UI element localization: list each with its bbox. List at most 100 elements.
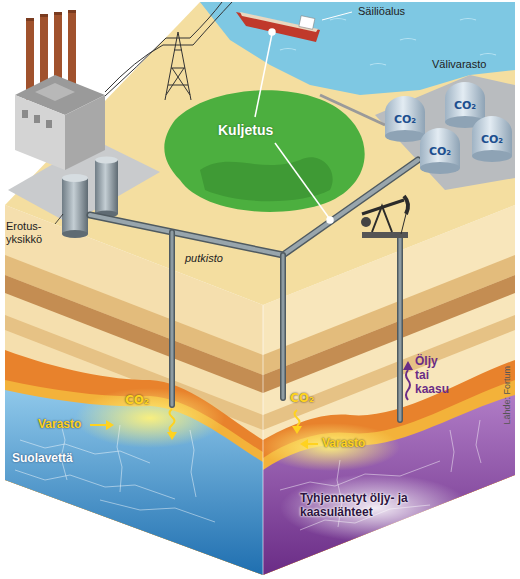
reservoir-label: Tyhjennetyt öljy- ja kaasulähteet	[300, 492, 425, 520]
gas-label: CO₂	[125, 394, 149, 408]
ground-surface	[5, 2, 515, 305]
storage-tanks	[385, 96, 425, 142]
storage-tanks	[385, 82, 512, 174]
storage-tanks	[472, 150, 512, 162]
storage-tanks	[420, 128, 460, 174]
power-plant	[46, 120, 52, 128]
power-pylon	[105, 2, 232, 96]
tanker-ship	[236, 12, 320, 42]
separation-unit	[55, 157, 118, 239]
power-plant	[68, 10, 76, 13]
power-pylon	[165, 32, 191, 100]
power-plant	[35, 83, 75, 101]
oil-flow-arrow	[403, 361, 413, 370]
tanker-ship	[299, 16, 315, 30]
tank-label: CO₂	[394, 114, 416, 127]
ground-surface	[320, 95, 385, 125]
ground-surface	[400, 39, 416, 41]
left-face-strata	[5, 350, 263, 575]
storage-tanks	[445, 82, 485, 98]
oil-flow-arrow	[406, 370, 410, 400]
co2-flow-arrows	[90, 409, 318, 449]
pipeline-label: putkisto	[185, 252, 223, 265]
separation-unit	[62, 178, 88, 234]
right-face-strata	[280, 420, 481, 530]
transport-label: Kuljetus	[218, 122, 273, 138]
storage-tanks	[472, 116, 512, 132]
pipeline	[90, 160, 418, 420]
right-face-strata	[263, 305, 264, 575]
storage-tanks	[385, 96, 425, 112]
co2-flow-arrows	[295, 410, 300, 426]
transport-leaders	[327, 217, 333, 223]
power-plant	[40, 14, 48, 17]
pump-jack	[361, 196, 408, 238]
pipeline	[171, 232, 174, 405]
left-face-strata	[75, 388, 225, 448]
storage-label: Varasto	[322, 437, 365, 451]
tanker-ship	[322, 12, 352, 20]
storage-tanks	[420, 162, 460, 174]
pipeline	[397, 236, 403, 420]
separation-unit	[55, 214, 63, 224]
left-face-strata	[190, 430, 196, 497]
storage-tanks	[385, 130, 425, 142]
pump-jack	[361, 217, 371, 227]
separation-unit	[62, 230, 88, 238]
power-pylon	[166, 50, 190, 95]
power-plant	[15, 95, 65, 170]
right-face-strata	[280, 461, 440, 490]
co2-flow-arrows	[300, 439, 308, 449]
storage-label: Varasto	[38, 418, 81, 432]
layer-label: Suolavettä	[12, 452, 73, 466]
separation-unit	[62, 174, 88, 182]
co2-flow-arrows	[167, 432, 177, 440]
ground-surface	[5, 2, 515, 305]
flow-label: Öljy tai kaasu	[415, 355, 449, 396]
ground-surface	[280, 49, 296, 51]
storage-tanks	[420, 128, 460, 144]
pipeline	[90, 160, 418, 255]
right-face-strata	[476, 420, 481, 463]
transport-leaders	[269, 29, 275, 35]
unit-label: Erotus- yksikkö	[6, 220, 42, 245]
pump-jack	[362, 200, 404, 214]
right-face-strata	[280, 474, 470, 542]
pipeline	[282, 255, 285, 398]
left-face-strata	[117, 425, 122, 492]
power-pylon	[105, 2, 232, 100]
right-face-strata	[450, 430, 454, 472]
right-face-strata	[260, 423, 400, 471]
pipeline	[280, 255, 286, 398]
left-face-strata	[15, 470, 175, 499]
power-plant	[22, 110, 52, 128]
tanker-ship	[240, 12, 318, 32]
power-plant	[15, 10, 105, 170]
co2-flow-arrows	[308, 443, 318, 445]
ground-surface	[330, 19, 346, 21]
power-plant	[68, 10, 76, 84]
transport-leaders	[275, 143, 329, 218]
pump-jack	[401, 214, 406, 234]
left-face-strata	[100, 500, 215, 522]
ground-surface	[164, 90, 364, 212]
co2-flow-arrows	[292, 426, 302, 434]
storage-tanks	[472, 116, 512, 162]
tank-label: CO₂	[481, 134, 503, 147]
tanker-ship	[236, 12, 352, 42]
source-note: Lähde: Fortum	[502, 366, 512, 425]
co2-flow-arrows	[170, 409, 175, 433]
tank-label: CO₂	[454, 100, 476, 113]
separation-unit	[95, 160, 118, 214]
power-plant	[54, 12, 62, 15]
storage-label: Välivarasto	[432, 58, 486, 71]
right-face-strata	[263, 395, 515, 575]
right-face-strata	[263, 380, 515, 575]
co2-flow-arrows	[106, 420, 114, 430]
gas-label: CO₂	[290, 392, 314, 406]
pipeline	[90, 160, 418, 255]
power-plant	[22, 110, 28, 118]
oil-flow-arrow	[403, 361, 413, 400]
